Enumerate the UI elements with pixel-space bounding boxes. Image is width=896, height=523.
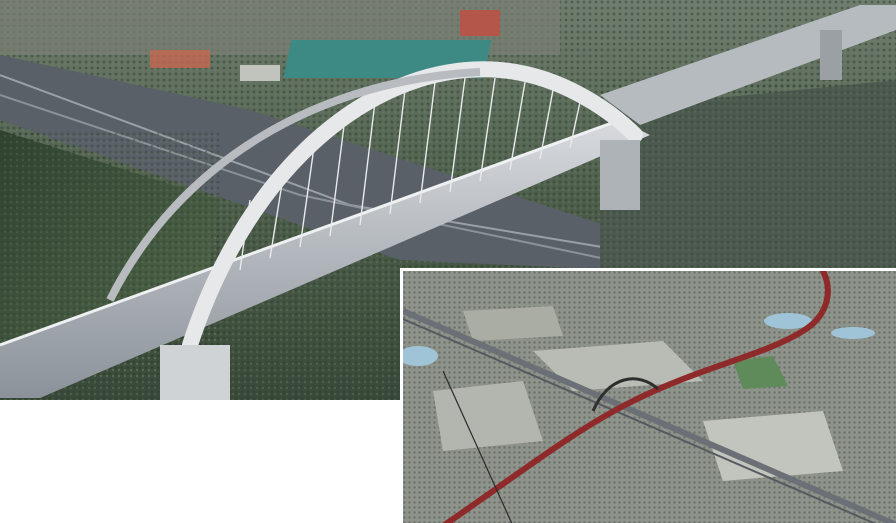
field	[433, 381, 543, 451]
bridge-deck	[0, 120, 650, 398]
red-roof-building	[460, 10, 500, 36]
field	[533, 341, 703, 391]
green-field	[733, 356, 788, 389]
field	[463, 306, 563, 341]
highway-edge	[403, 318, 877, 523]
bridge-pier	[600, 140, 640, 210]
lane-marking	[0, 94, 621, 263]
bridge-pier	[160, 345, 230, 400]
arch-marker	[591, 377, 660, 412]
building	[150, 50, 210, 68]
arch-hangers	[239, 77, 581, 271]
secondary-arch	[106, 68, 481, 302]
building	[240, 65, 280, 81]
water-body	[831, 327, 875, 339]
highway	[0, 55, 620, 270]
route-alignment-line	[442, 271, 831, 523]
deck-edge	[0, 118, 621, 347]
viaduct-pier	[820, 30, 842, 80]
highway	[403, 308, 896, 523]
route-overview-inset	[400, 268, 896, 523]
water-body	[403, 346, 438, 366]
bridge-aerial-photo	[0, 0, 896, 400]
water-body	[764, 313, 812, 329]
power-line	[442, 370, 513, 523]
